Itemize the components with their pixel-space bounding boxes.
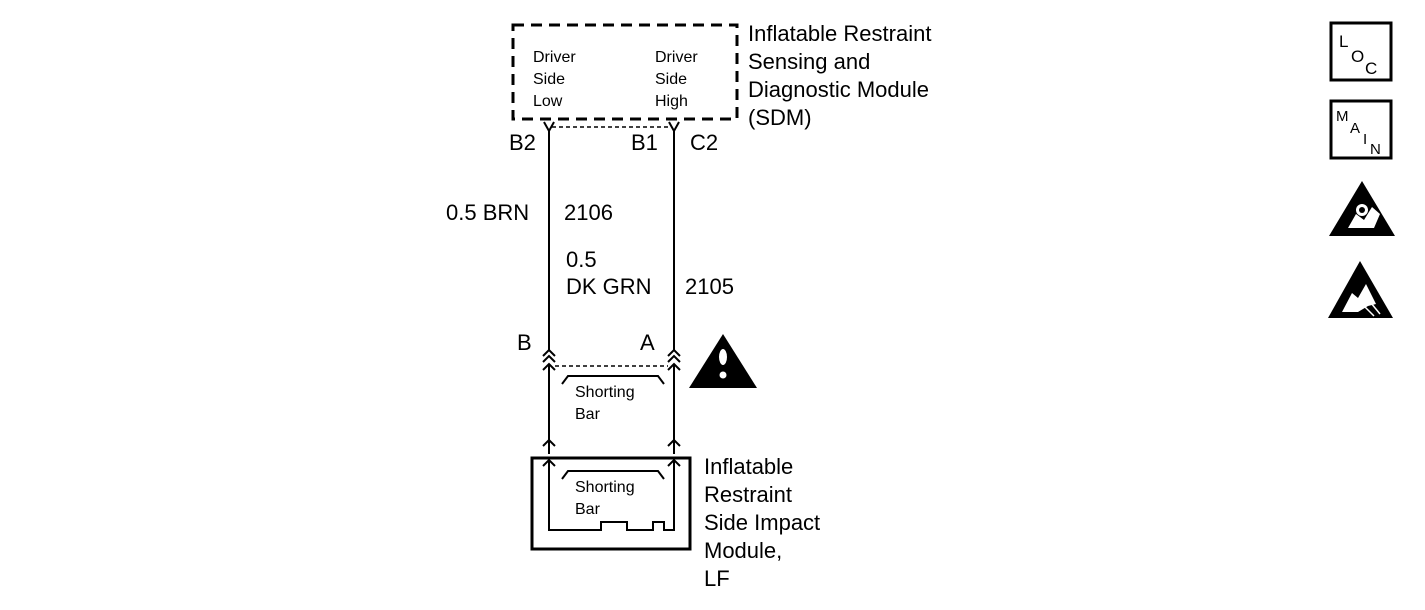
loc-icon[interactable]: L O C (1329, 21, 1393, 82)
wire-brown-circuit: 2106 (564, 200, 613, 225)
wire-brown-gauge-color: 0.5 BRN (446, 200, 529, 225)
connector-shorting-bar-line2: Bar (575, 406, 601, 423)
side-impact-module-title-line3: Side Impact (704, 510, 820, 535)
connector-pin-a-terminal (667, 348, 681, 446)
wire-green-gauge: 0.5 (566, 247, 597, 272)
sdm-title-line4: (SDM) (748, 105, 812, 130)
sdm-pin-b2-label: B2 (509, 130, 536, 155)
module-shorting-bar-line1: Shorting (575, 479, 635, 496)
main-icon[interactable]: M A I N (1329, 99, 1393, 160)
sdm-title-line1: Inflatable Restraint (748, 21, 931, 46)
sdm-title-line2: Sensing and (748, 49, 870, 74)
esd-warning-icon (1328, 261, 1393, 318)
svg-text:L: L (1339, 32, 1348, 51)
connector-shorting-bar (561, 375, 665, 385)
caution-icon (689, 334, 757, 388)
sdm-driver-side-high-line3: High (655, 93, 688, 110)
sdm-driver-side-low-line1: Driver (533, 49, 576, 66)
wire-green-circuit: 2105 (685, 274, 734, 299)
connector-pin-b-terminal (542, 348, 556, 446)
connector-shorting-bar-line1: Shorting (575, 384, 635, 401)
module-shorting-bar (561, 470, 665, 480)
svg-text:A: A (1350, 120, 1360, 137)
sdm-pin-c2-label: C2 (690, 130, 718, 155)
svg-text:M: M (1336, 108, 1349, 125)
svg-text:C: C (1365, 59, 1377, 78)
svg-text:N: N (1370, 141, 1381, 158)
airbag-warning-icon (1329, 181, 1395, 236)
side-impact-module-box (530, 456, 692, 551)
sdm-module-box (511, 23, 739, 121)
sdm-pin-c2-terminal (668, 121, 680, 134)
module-shorting-bar-line2: Bar (575, 501, 601, 518)
side-impact-module-title-line1: Inflatable (704, 454, 793, 479)
module-internal-shorting-circuit (548, 460, 675, 531)
sdm-title-line3: Diagnostic Module (748, 77, 929, 102)
wire-green-color: DK GRN (566, 274, 652, 299)
sdm-driver-side-high-line2: Side (655, 71, 687, 88)
sdm-driver-side-high-line1: Driver (655, 49, 698, 66)
side-impact-module-title-line5: LF (704, 566, 730, 591)
svg-text:I: I (1363, 131, 1367, 148)
sdm-driver-side-low-line2: Side (533, 71, 565, 88)
sdm-pin-b2-terminal (543, 121, 555, 134)
sdm-driver-side-low-line3: Low (533, 93, 563, 110)
sdm-pin-b1-label: B1 (631, 130, 658, 155)
svg-text:O: O (1351, 47, 1364, 66)
connector-pin-b-label: B (517, 330, 532, 355)
connector-pin-a-label: A (640, 330, 655, 355)
side-impact-module-title-line2: Restraint (704, 482, 792, 507)
side-impact-module-title-line4: Module, (704, 538, 782, 563)
